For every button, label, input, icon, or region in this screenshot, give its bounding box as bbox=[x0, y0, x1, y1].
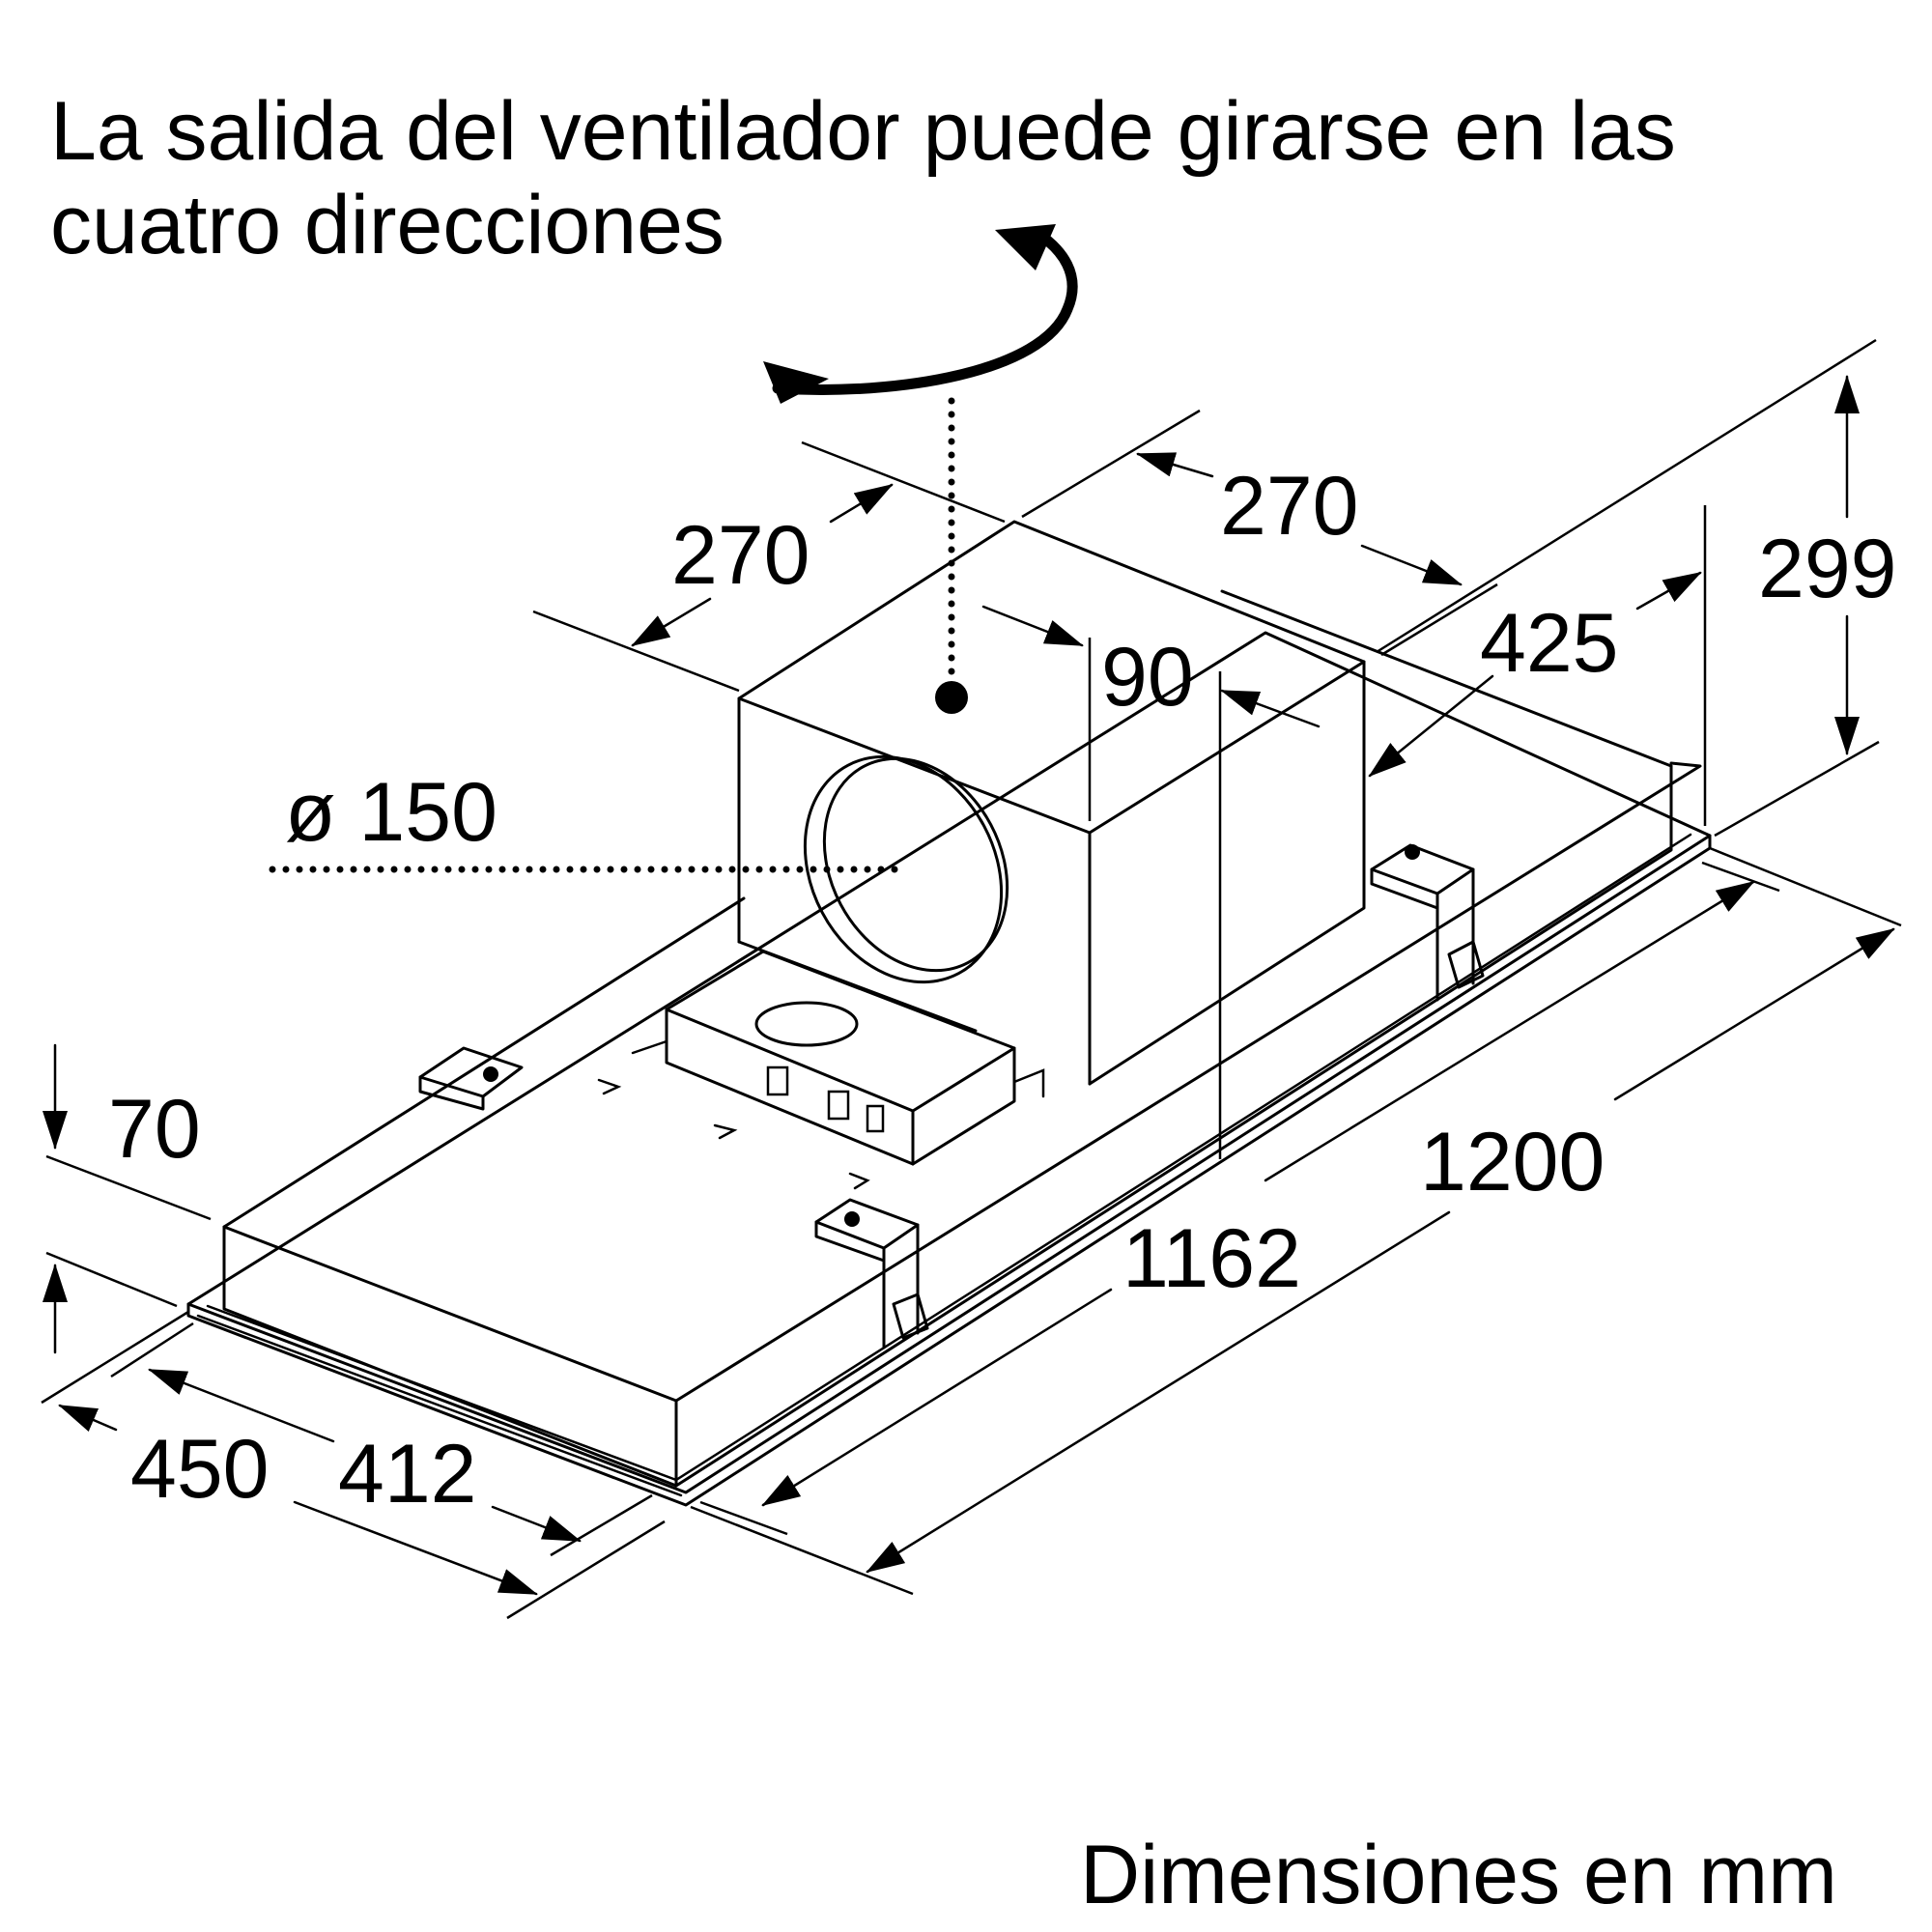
dim-inner-length: 1162 bbox=[699, 861, 1780, 1536]
dim-label-450: 450 bbox=[130, 1423, 270, 1516]
units-note: Dimensiones en mm bbox=[1080, 1829, 1837, 1921]
dim-depth-right: 425 bbox=[1368, 505, 1707, 826]
dim-frame-height: 70 bbox=[43, 1043, 212, 1354]
hood-frame bbox=[186, 631, 1712, 1507]
rotation-arrow-icon bbox=[763, 224, 1078, 404]
dim-fan-width-right: 270 bbox=[1021, 409, 1498, 657]
hood-body bbox=[222, 589, 1702, 1488]
dim-label-1200: 1200 bbox=[1420, 1116, 1605, 1208]
dim-label-70: 70 bbox=[108, 1083, 201, 1176]
dim-total-length: 1200 bbox=[690, 846, 1902, 1596]
dim-outlet-diameter: ø 150 bbox=[269, 766, 907, 873]
dim-label-90: 90 bbox=[1101, 631, 1194, 724]
fan-outlet-ring bbox=[803, 754, 1009, 984]
dim-total-depth: 450 bbox=[41, 1310, 666, 1620]
dim-label-diameter: ø 150 bbox=[285, 766, 497, 859]
mounting-bracket-mid bbox=[814, 1198, 929, 1350]
dim-outlet-offset: 90 bbox=[981, 605, 1321, 1159]
control-module bbox=[597, 950, 1045, 1190]
dim-total-height: 299 bbox=[1376, 338, 1897, 838]
dim-fan-width-left: 270 bbox=[532, 440, 1006, 693]
fan-axis-point bbox=[935, 681, 968, 714]
title-line-1: La salida del ventilador puede girarse e… bbox=[50, 85, 1676, 178]
dim-label-270-right: 270 bbox=[1220, 460, 1359, 553]
title-line-2: cuatro direcciones bbox=[50, 179, 724, 271]
dim-inner-depth: 412 bbox=[110, 1321, 653, 1557]
dim-label-412: 412 bbox=[338, 1428, 477, 1520]
mounting-bracket-right bbox=[1370, 843, 1485, 1002]
dim-label-425: 425 bbox=[1480, 597, 1619, 690]
mounting-bracket-left bbox=[418, 1046, 524, 1111]
dim-label-299: 299 bbox=[1758, 523, 1897, 615]
dim-label-270-left: 270 bbox=[671, 509, 810, 602]
dim-label-1162: 1162 bbox=[1122, 1212, 1301, 1305]
